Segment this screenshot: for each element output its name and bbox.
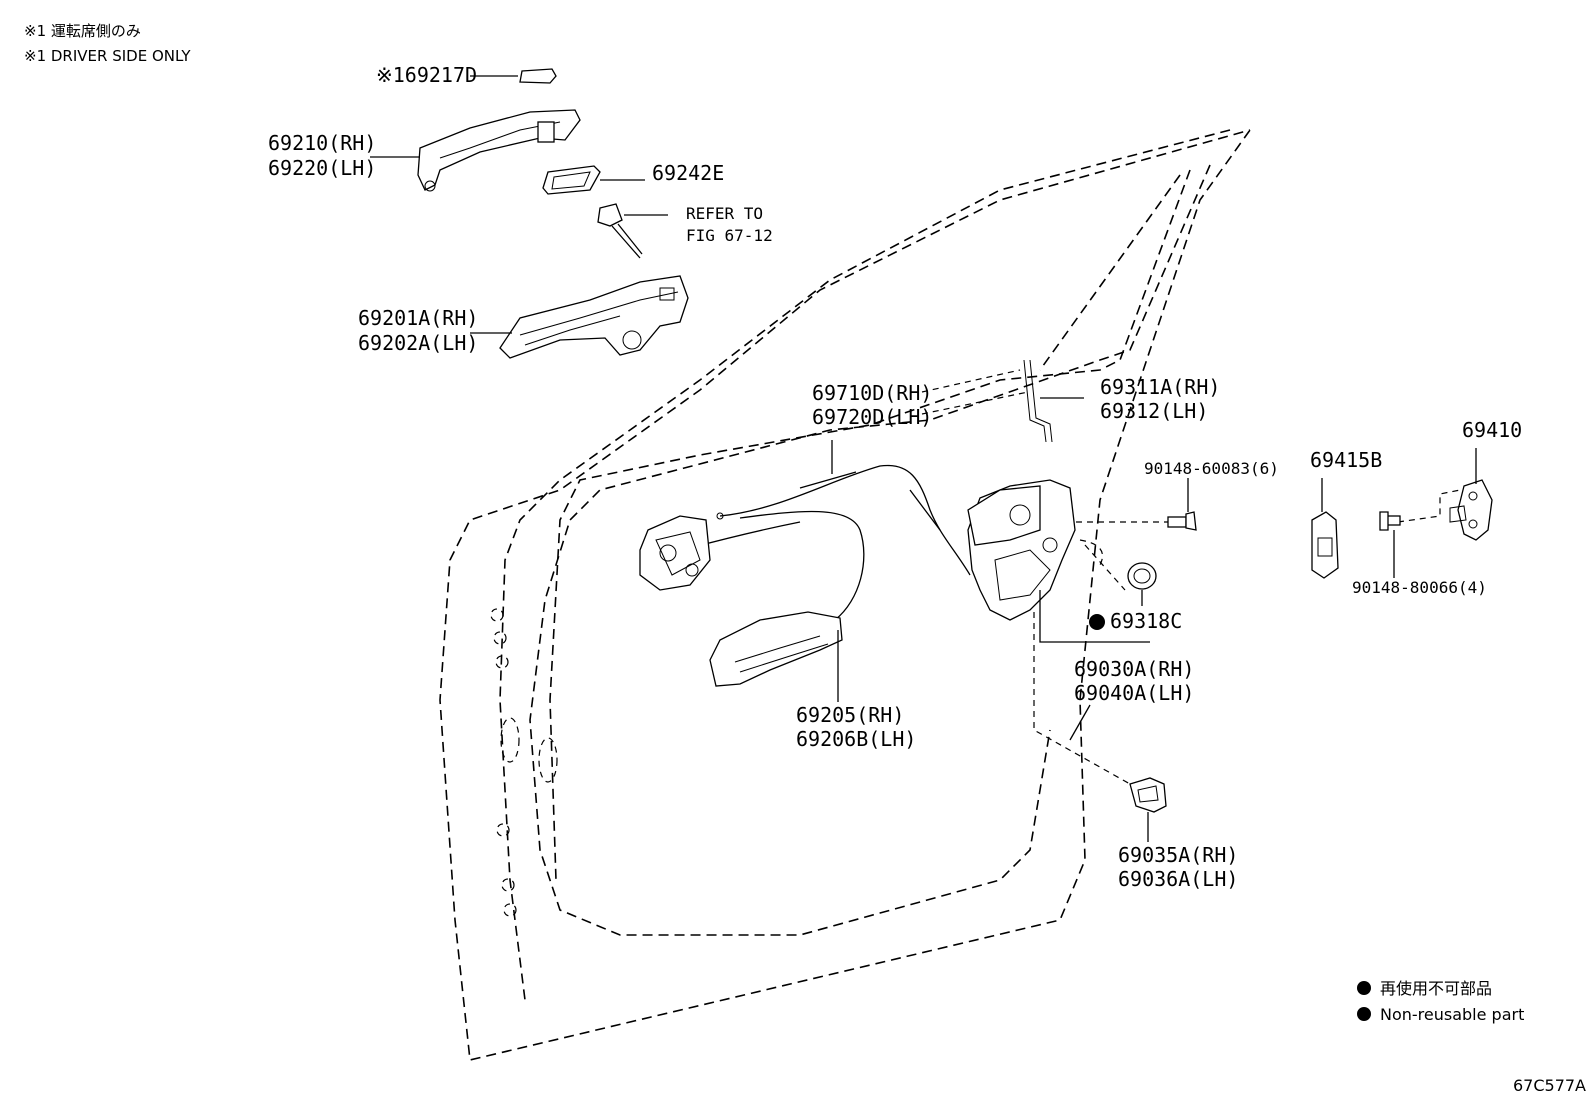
label-69710d-rh: 69710D(RH) <box>812 381 932 405</box>
label-69312-lh: 69312(LH) <box>1100 399 1208 423</box>
part-90148-60083-screw <box>1167 478 1197 531</box>
label-69030a-rh: 69030A(RH) <box>1074 657 1194 681</box>
part-69311a-rod <box>1023 359 1084 443</box>
label-69720d-lh: 69720D(LH) <box>812 405 932 429</box>
legend-text-en: Non-reusable part <box>1380 1005 1524 1024</box>
non-reusable-marker-icon <box>1089 614 1105 630</box>
legend-bullet-icon <box>1357 1007 1371 1021</box>
label-69206b-lh: 69206B(LH) <box>796 727 916 751</box>
label-69311a-rh: 69311A(RH) <box>1100 375 1220 399</box>
part-inside-bracket <box>639 515 711 591</box>
door-outline <box>439 129 1251 1061</box>
legend-bullet-icon <box>1357 981 1371 995</box>
label-69201a-rh: 69201A(RH) <box>358 306 478 330</box>
part-69201a-handle-frame <box>470 275 689 359</box>
label-69035a-rh: 69035A(RH) <box>1118 843 1238 867</box>
part-key-cylinder <box>597 203 668 259</box>
legend-text-jp: 再使用不可部品 <box>1380 979 1492 998</box>
legend: 再使用不可部品 Non-reusable part <box>1357 979 1524 1024</box>
label-69410: 69410 <box>1462 418 1522 442</box>
label-90148-80066: 90148-80066(4) <box>1352 578 1487 597</box>
part-69318c-washer <box>1089 562 1157 630</box>
note-japanese: ※1 運転席側のみ <box>24 22 141 40</box>
note-english: ※1 DRIVER SIDE ONLY <box>24 47 191 65</box>
label-refer-to: REFER TO <box>686 204 763 223</box>
label-69036a-lh: 69036A(LH) <box>1118 867 1238 891</box>
part-69242e-pad <box>542 165 645 195</box>
label-69242e: 69242E <box>652 161 724 185</box>
part-90148-80066-screw <box>1379 511 1401 578</box>
part-69205-inside-handle <box>709 611 843 702</box>
part-69217d-cap <box>470 68 557 84</box>
label-69205-rh: 69205(RH) <box>796 703 904 727</box>
label-69220-lh: 69220(LH) <box>268 156 376 180</box>
part-69415b-cover <box>1311 478 1339 579</box>
label-69202a-lh: 69202A(LH) <box>358 331 478 355</box>
label-90148-60083: 90148-60083(6) <box>1144 459 1279 478</box>
part-69710d-cable <box>716 369 1029 576</box>
label-69210-rh: 69210(RH) <box>268 131 376 155</box>
part-69030a-door-lock <box>967 479 1168 643</box>
part-69410-striker <box>1397 448 1493 541</box>
label-69040a-lh: 69040A(LH) <box>1074 681 1194 705</box>
label-69415b: 69415B <box>1310 448 1382 472</box>
label-69217d: ※169217D <box>376 63 477 87</box>
part-69035a-switch <box>1033 612 1167 842</box>
label-69318c: 69318C <box>1110 609 1182 633</box>
figure-id: 67C577A <box>1512 1076 1586 1095</box>
part-69210-outside-handle <box>370 109 581 192</box>
label-refer-fig: FIG 67-12 <box>686 226 773 245</box>
